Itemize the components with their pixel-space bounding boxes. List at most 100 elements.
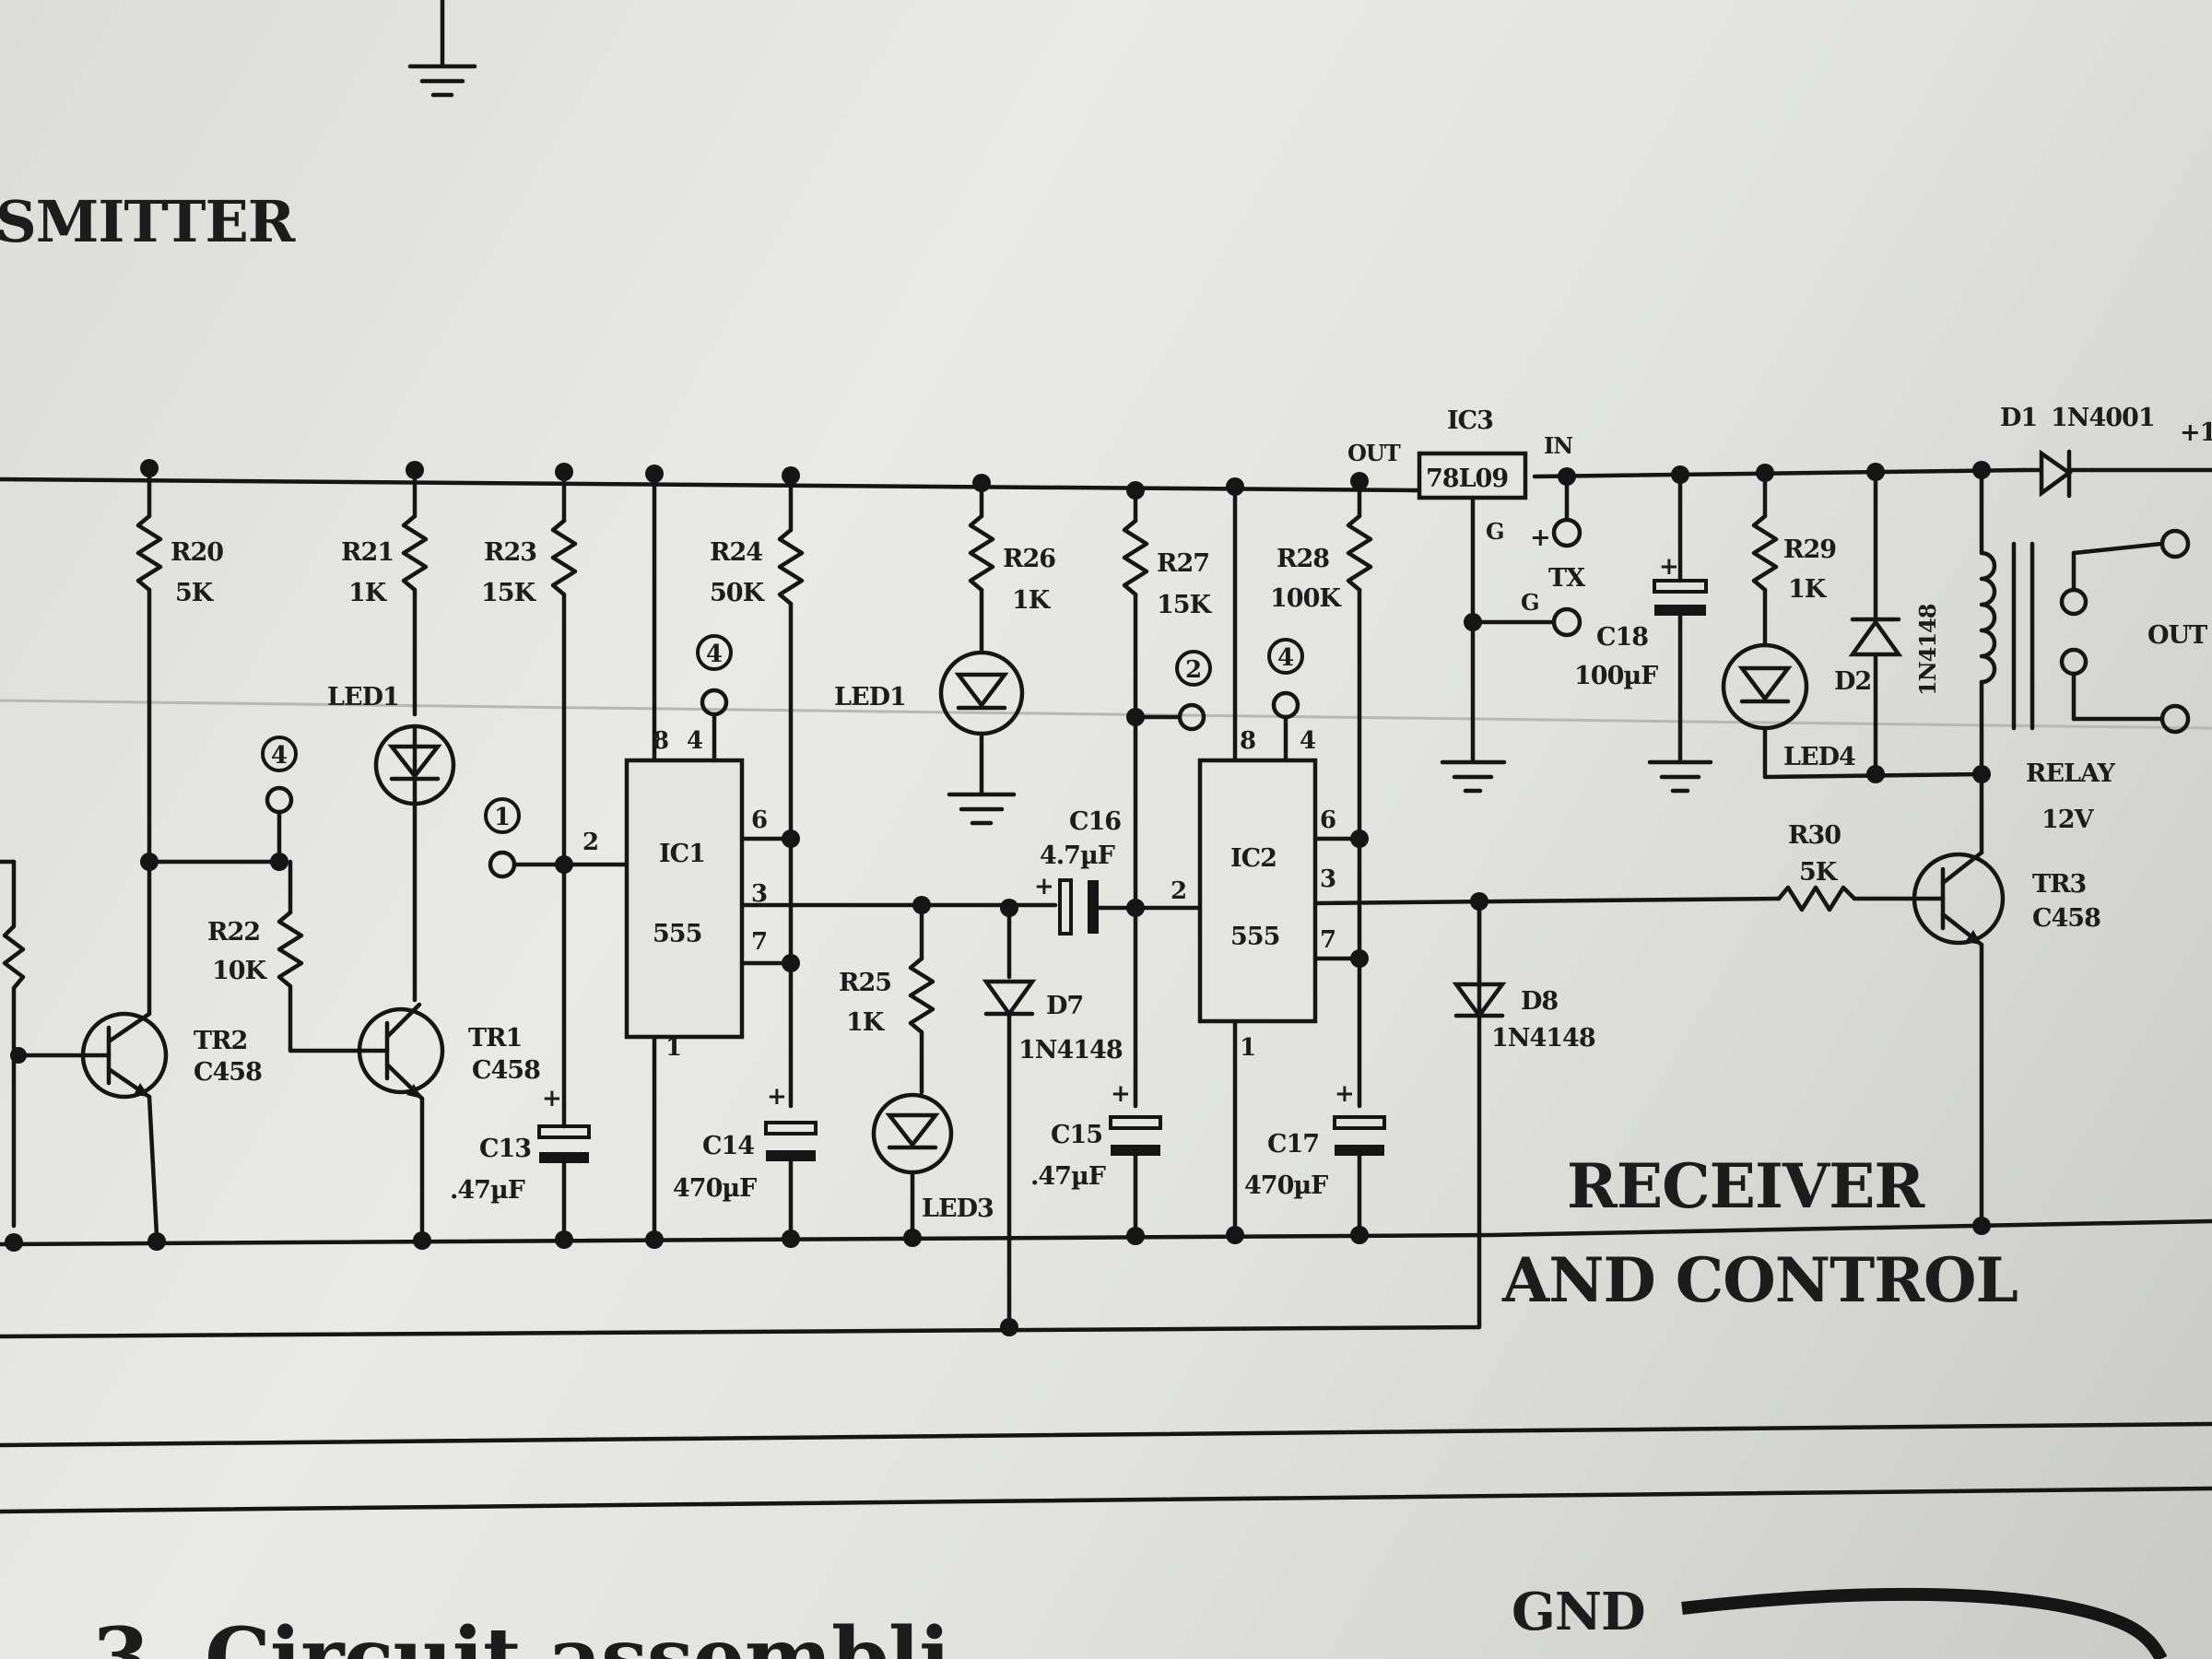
tr2-ref: TR2: [194, 1027, 247, 1055]
d8-type: 1N4148: [1491, 1024, 1595, 1053]
capacitor-c13: + C13 .47µF: [450, 1085, 591, 1242]
r28-ref: R28: [1277, 545, 1329, 573]
control-title: AND CONTROL: [1501, 1244, 2018, 1316]
c13-value: .47µF: [450, 1176, 525, 1205]
r23-value: 15K: [481, 579, 537, 607]
diode-d8: D8 1N4148: [1452, 899, 1596, 1053]
resistor-r26: R26 1K: [968, 484, 1056, 653]
svg-text:2: 2: [1171, 877, 1187, 905]
r23-ref: R23: [484, 538, 536, 567]
led1-left-ref: LED1: [327, 683, 399, 712]
c13-ref: C13: [479, 1135, 531, 1163]
separator-line-1: [0, 1421, 2212, 1448]
r21-value: 1K: [348, 579, 388, 607]
led-led4: LED4: [1721, 642, 1984, 780]
capacitor-c17: + C17 470µF: [1244, 1080, 1386, 1238]
svg-text:IN: IN: [1544, 432, 1572, 459]
r24-ref: R24: [710, 538, 762, 567]
diode-d7: D7 1N4148: [982, 905, 1124, 1336]
c16-value: 4.7µF: [1040, 841, 1115, 870]
transistor-tr3: TR3 C458: [1905, 771, 2101, 1235]
r27-value: 15K: [1157, 591, 1213, 619]
c14-ref: C14: [702, 1132, 754, 1160]
r25-value: 1K: [846, 1008, 886, 1037]
r26-ref: R26: [1003, 545, 1055, 573]
svg-text:+: +: [1659, 553, 1679, 581]
tr1-ref: TR1: [468, 1024, 522, 1053]
footer-heading: 3. Circuit assembli: [92, 1609, 949, 1659]
r22-value: 10K: [212, 957, 268, 985]
relay-value: 12V: [2041, 806, 2095, 834]
diode-d1: D1 1N4001 +1: [2000, 404, 2212, 499]
c15-value: .47µF: [1030, 1162, 1106, 1191]
r28-value: 100K: [1270, 584, 1342, 613]
r20-value: 5K: [175, 579, 215, 607]
svg-text:+: +: [1335, 1080, 1355, 1108]
svg-text:3: 3: [751, 880, 768, 908]
tr3-ref: TR3: [2032, 870, 2087, 899]
d8-ref: D8: [1521, 987, 1558, 1016]
r24-value: 50K: [710, 579, 766, 607]
transistor-tr2: TR2 C458: [80, 859, 263, 1238]
tr2-type: C458: [194, 1058, 262, 1087]
led-led1-middle: LED1: [834, 650, 1025, 826]
led-led1-left: LED1: [327, 683, 456, 806]
r20-ref: R20: [171, 538, 223, 567]
ic1-type: 555: [653, 920, 701, 948]
r21-ref: R21: [341, 538, 394, 567]
svg-text:4: 4: [706, 641, 723, 668]
d1-type: 1N4001: [2051, 404, 2155, 432]
svg-text:+: +: [1111, 1080, 1131, 1108]
ic2-output-wire: [1312, 896, 1782, 906]
svg-text:7: 7: [1320, 926, 1336, 954]
r25-ref: R25: [839, 969, 891, 997]
separator-line-2: [0, 1486, 2212, 1514]
left-edge-resistor: [0, 859, 88, 1229]
tr1-type: C458: [472, 1056, 540, 1085]
ic3-type: 78L09: [1426, 465, 1508, 493]
ic1-555: 8 4 2 6 3 7 1 IC1 555 4: [582, 477, 768, 1242]
r30-ref: R30: [1788, 821, 1841, 850]
svg-text:3: 3: [1320, 865, 1336, 893]
c17-value: 470µF: [1244, 1171, 1328, 1200]
ic2-555: 8 4 2 6 3 7 1 IC2 555 4: [1171, 484, 1336, 1238]
r26-value: 1K: [1012, 586, 1052, 615]
ic3-78l09: 78L09 IC3 OUT IN G: [1347, 406, 1573, 794]
capacitor-c16: + C16 4.7µF: [1034, 807, 1201, 935]
lower-return-wire: [0, 900, 1482, 1339]
svg-text:TX: TX: [1548, 564, 1585, 593]
svg-text:G: G: [1521, 589, 1539, 616]
ic2-ref: IC2: [1230, 844, 1277, 873]
svg-text:4: 4: [1300, 727, 1316, 755]
svg-text:1: 1: [1240, 1034, 1256, 1062]
tr3-type: C458: [2032, 904, 2100, 933]
c17-ref: C17: [1267, 1130, 1319, 1159]
supply-plus-label: +1: [2180, 418, 2212, 447]
c16-ref: C16: [1069, 807, 1121, 836]
r27-ref: R27: [1157, 549, 1209, 578]
resistor-r30: R30 5K: [1776, 821, 1911, 912]
resistor-r23: R23 15K: [481, 467, 578, 1109]
svg-text:4: 4: [687, 727, 703, 755]
ground-junctions: [5, 1227, 1145, 1252]
relay-12v: RELAY 12V: [1979, 467, 2117, 834]
resistor-r20: R20 5K: [135, 463, 224, 865]
paper-fold: [0, 699, 2212, 730]
resistor-r29: R29 1K: [1751, 470, 1837, 648]
connector-2: 2: [1133, 650, 1212, 732]
connector-4-left: 4: [261, 735, 298, 865]
r29-ref: R29: [1783, 535, 1836, 564]
svg-text:2: 2: [582, 829, 599, 856]
relay-ref: RELAY: [2026, 759, 2116, 788]
c18-value: 100µF: [1574, 662, 1658, 690]
svg-text:+: +: [542, 1085, 562, 1112]
svg-text:4: 4: [271, 742, 288, 770]
d2-type: 1N4148: [1914, 604, 1941, 696]
svg-text:8: 8: [653, 727, 669, 755]
out-label: OUT: [2147, 621, 2207, 650]
r30-value: 5K: [1799, 858, 1839, 887]
d2-ref: D2: [1834, 667, 1871, 696]
diode-d2: D2 1N4148: [1834, 469, 1941, 777]
svg-text:4: 4: [1277, 644, 1294, 672]
resistor-r24: R24 50K: [710, 477, 805, 1109]
